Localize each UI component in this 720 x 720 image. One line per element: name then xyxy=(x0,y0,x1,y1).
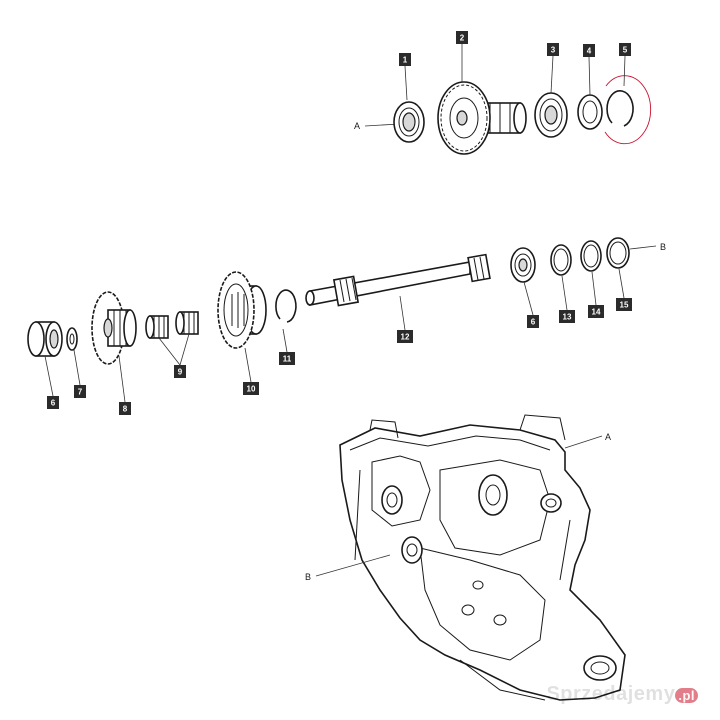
watermark: Sprzedajemy.pl xyxy=(546,683,698,706)
svg-text:13: 13 xyxy=(563,313,572,322)
callout-2: 2 xyxy=(456,31,468,44)
callout-3: 3 xyxy=(547,43,559,56)
watermark-suffix: .pl xyxy=(675,688,698,703)
part-10-gear xyxy=(217,271,267,349)
ref-label-b-housing: B xyxy=(305,572,311,582)
callout-11: 11 xyxy=(279,352,295,365)
callout-4: 4 xyxy=(583,44,595,57)
callout-15: 15 xyxy=(616,298,632,311)
svg-text:6: 6 xyxy=(51,399,56,408)
callout-6-right: 6 xyxy=(527,315,539,328)
svg-text:6: 6 xyxy=(531,318,536,327)
ref-label-b-mid: B xyxy=(660,242,666,252)
ref-label-a-housing: A xyxy=(605,432,611,442)
watermark-brand: Sprzedajemy xyxy=(546,683,676,705)
leader-ref-b-housing xyxy=(315,554,391,577)
part-8-gear xyxy=(91,291,137,365)
part-6-bearing-left xyxy=(27,321,63,357)
callout-5: 5 xyxy=(619,43,631,56)
svg-text:4: 4 xyxy=(587,47,592,56)
part-7-washer xyxy=(66,327,78,351)
part-2-gear-shaft xyxy=(437,81,527,155)
part-13-shim xyxy=(550,244,572,276)
part-12-shaft xyxy=(305,253,491,307)
svg-text:11: 11 xyxy=(283,355,292,364)
svg-text:15: 15 xyxy=(620,301,629,310)
part-15-shim xyxy=(606,237,630,269)
callout-10: 10 xyxy=(243,382,259,395)
svg-text:12: 12 xyxy=(401,333,410,342)
leader-ref-a-housing xyxy=(564,435,603,449)
callout-1: 1 xyxy=(399,53,411,66)
transmission-housing xyxy=(339,414,626,701)
part-6-bearing-right xyxy=(510,247,536,283)
ref-label-a-top: A xyxy=(354,121,360,131)
svg-text:9: 9 xyxy=(178,368,183,377)
leader-ref-b-mid xyxy=(629,245,657,250)
callout-12: 12 xyxy=(397,330,413,343)
svg-text:1: 1 xyxy=(403,56,408,65)
part-1-bearing xyxy=(393,101,425,143)
svg-text:8: 8 xyxy=(123,405,128,414)
callout-8: 8 xyxy=(119,402,131,415)
part-4-washer xyxy=(577,94,603,130)
callout-6-left: 6 xyxy=(47,396,59,409)
callout-7: 7 xyxy=(74,385,86,398)
callout-9: 9 xyxy=(174,365,186,378)
svg-text:2: 2 xyxy=(460,34,465,43)
part-14-shim xyxy=(580,240,602,272)
callout-13: 13 xyxy=(559,310,575,323)
part-5-snap-ring xyxy=(604,75,652,145)
part-3-bearing xyxy=(534,92,568,138)
part-9-needle-bearings xyxy=(145,311,199,339)
svg-text:7: 7 xyxy=(78,388,83,397)
svg-text:14: 14 xyxy=(592,308,601,317)
svg-text:3: 3 xyxy=(551,46,556,55)
svg-text:5: 5 xyxy=(623,46,628,55)
svg-text:10: 10 xyxy=(247,385,256,394)
callout-14: 14 xyxy=(588,305,604,318)
part-11-snap-ring xyxy=(275,289,297,323)
